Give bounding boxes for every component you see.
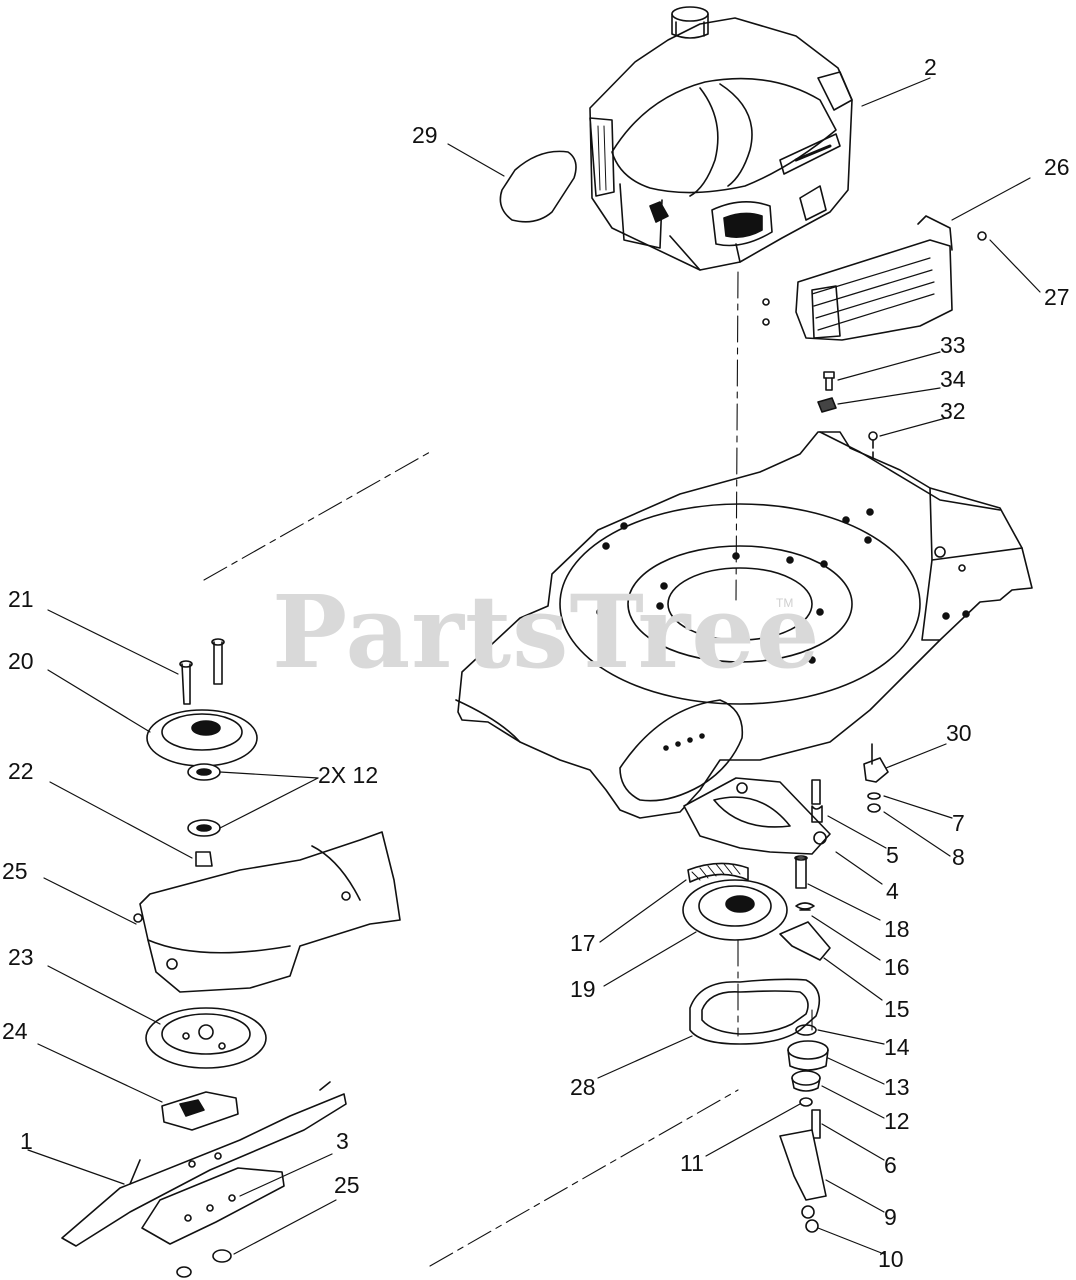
callout-label: 33 — [940, 332, 966, 358]
callout-label: 20 — [8, 648, 34, 674]
callout-label: 19 — [570, 976, 596, 1002]
callout-label: 18 — [884, 916, 910, 942]
mower-deck-part — [455, 431, 1033, 819]
engine-part — [589, 6, 853, 271]
callout-label: 25 — [2, 858, 28, 884]
nuts-26-part — [176, 1249, 232, 1278]
callout-label: 29 — [412, 122, 438, 148]
blade-1-part — [61, 1081, 347, 1247]
callout-label: 1 — [20, 1128, 33, 1154]
watermark: PartsTree — [272, 573, 821, 691]
callout-label: 8 — [952, 844, 965, 870]
blade-3-part — [141, 1167, 285, 1245]
bolt-part — [817, 371, 878, 513]
callout-label: 16 — [884, 954, 910, 980]
callout-label: 10 — [878, 1246, 904, 1272]
spindle-stack-part — [779, 1024, 829, 1233]
adapter-23-part — [145, 1007, 267, 1069]
callout-label: 34 — [940, 366, 966, 392]
bearings-12-part — [187, 763, 221, 867]
callout-label: 30 — [946, 720, 972, 746]
leader-lines — [27, 77, 1041, 1255]
center-lines — [203, 271, 813, 1267]
bracket-part — [863, 743, 889, 813]
callout-label: 7 — [952, 810, 965, 836]
callout-label: 6 — [884, 1152, 897, 1178]
callout-label: 26 — [1044, 154, 1070, 180]
callout-label: 2 — [924, 54, 937, 80]
callout-label: 21 — [8, 586, 34, 612]
callout-label: 22 — [8, 758, 34, 784]
muffler-guard-part — [762, 215, 987, 341]
callout-label: 28 — [570, 1074, 596, 1100]
callout-label: 27 — [1044, 284, 1070, 310]
callout-label: 2X 12 — [318, 762, 379, 788]
pulley-20-part — [146, 709, 258, 767]
spindle-housing-25-part — [133, 831, 401, 993]
callout-label: 14 — [884, 1034, 910, 1060]
side-cover-part — [499, 150, 577, 223]
blade-adapter-24-part — [161, 1091, 239, 1131]
callout-label: 9 — [884, 1204, 897, 1230]
callout-label: 5 — [886, 842, 899, 868]
callout-label: 32 — [940, 398, 966, 424]
callout-label: 11 — [680, 1150, 704, 1176]
callout-label: 25 — [334, 1172, 360, 1198]
callout-label: 4 — [886, 878, 899, 904]
callout-label: 12 — [884, 1108, 910, 1134]
callout-label: 17 — [570, 930, 596, 956]
callout-label: 3 — [336, 1128, 349, 1154]
callout-label: 23 — [8, 944, 34, 970]
callout-label: 15 — [884, 996, 910, 1022]
watermark-trademark: TM — [776, 596, 794, 610]
callout-label: 24 — [2, 1018, 28, 1044]
callout-label: 13 — [884, 1074, 910, 1100]
bolts-21-part — [179, 638, 225, 705]
idler-arm-part — [682, 777, 831, 961]
